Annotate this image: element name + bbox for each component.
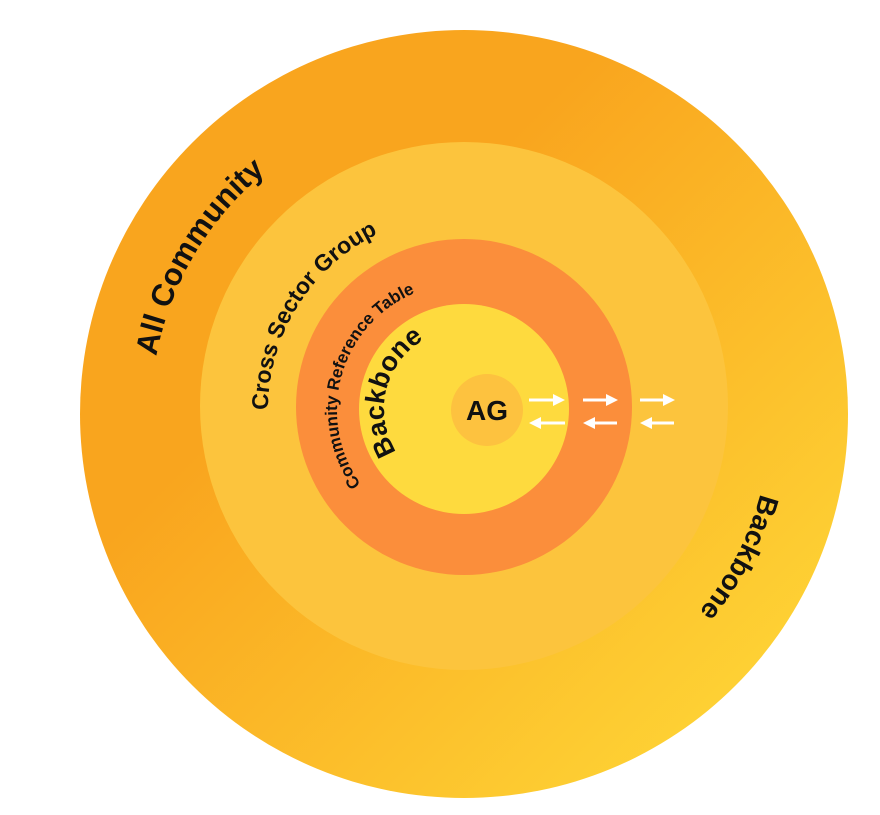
arrow-pair-backbone: [529, 394, 565, 429]
left-arrow-icon: [640, 417, 652, 429]
arrow-pair-cross-sector: [640, 394, 675, 429]
arrows: [529, 394, 675, 429]
right-arrow-icon: [606, 394, 618, 406]
left-arrow-icon: [529, 417, 541, 429]
label-core-ag: AG: [466, 395, 508, 426]
core-circle: [451, 374, 523, 446]
arrow-pair-crt: [583, 394, 618, 429]
left-arrow-icon: [583, 417, 595, 429]
right-arrow-icon: [663, 394, 675, 406]
right-arrow-icon: [553, 394, 565, 406]
